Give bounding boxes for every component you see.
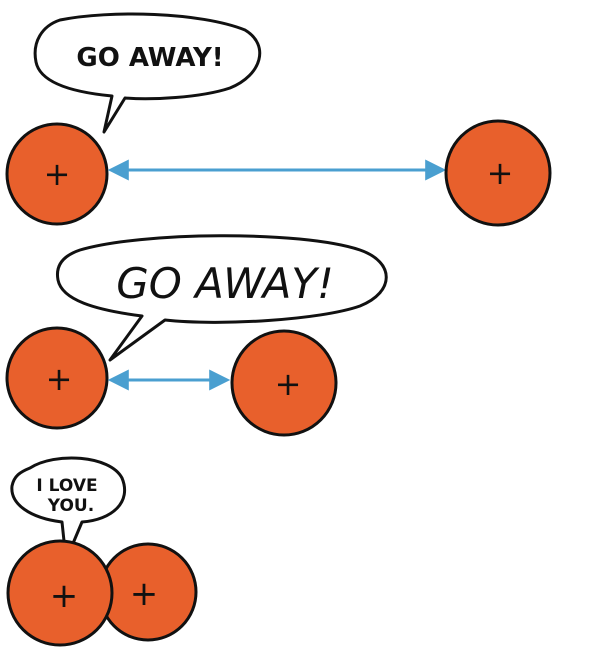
charge-symbol-2a: + [46, 360, 73, 398]
panel-bound: I LOVE YOU. + + [6, 456, 198, 647]
panel-far-repulsion: GO AWAY! + + [5, 12, 552, 227]
particle-left-3: + [6, 539, 114, 647]
speech-text-3-line2: YOU. [47, 496, 94, 516]
charge-symbol-2b: + [275, 365, 302, 403]
particle-left-2: + [5, 326, 109, 430]
panel-near-repulsion: GO AWAY! + + [5, 234, 388, 437]
speech-bubble-1: GO AWAY! [33, 12, 262, 134]
particle-right-3: + [98, 542, 198, 642]
charge-symbol-1b: + [487, 154, 514, 192]
charge-symbol-3b: + [130, 574, 159, 614]
speech-text-3-line1: I LOVE [36, 476, 97, 496]
charge-symbol-1a: + [44, 155, 71, 193]
particle-left-1: + [5, 122, 109, 226]
speech-text-2: GO AWAY! [116, 259, 334, 308]
speech-bubble-3: I LOVE YOU. [10, 456, 127, 562]
charge-symbol-3a: + [50, 576, 79, 616]
particle-right-2: + [230, 329, 338, 437]
speech-text-1: GO AWAY! [76, 43, 223, 73]
particle-right-1: + [444, 119, 552, 227]
speech-bubble-2: GO AWAY! [55, 234, 388, 362]
